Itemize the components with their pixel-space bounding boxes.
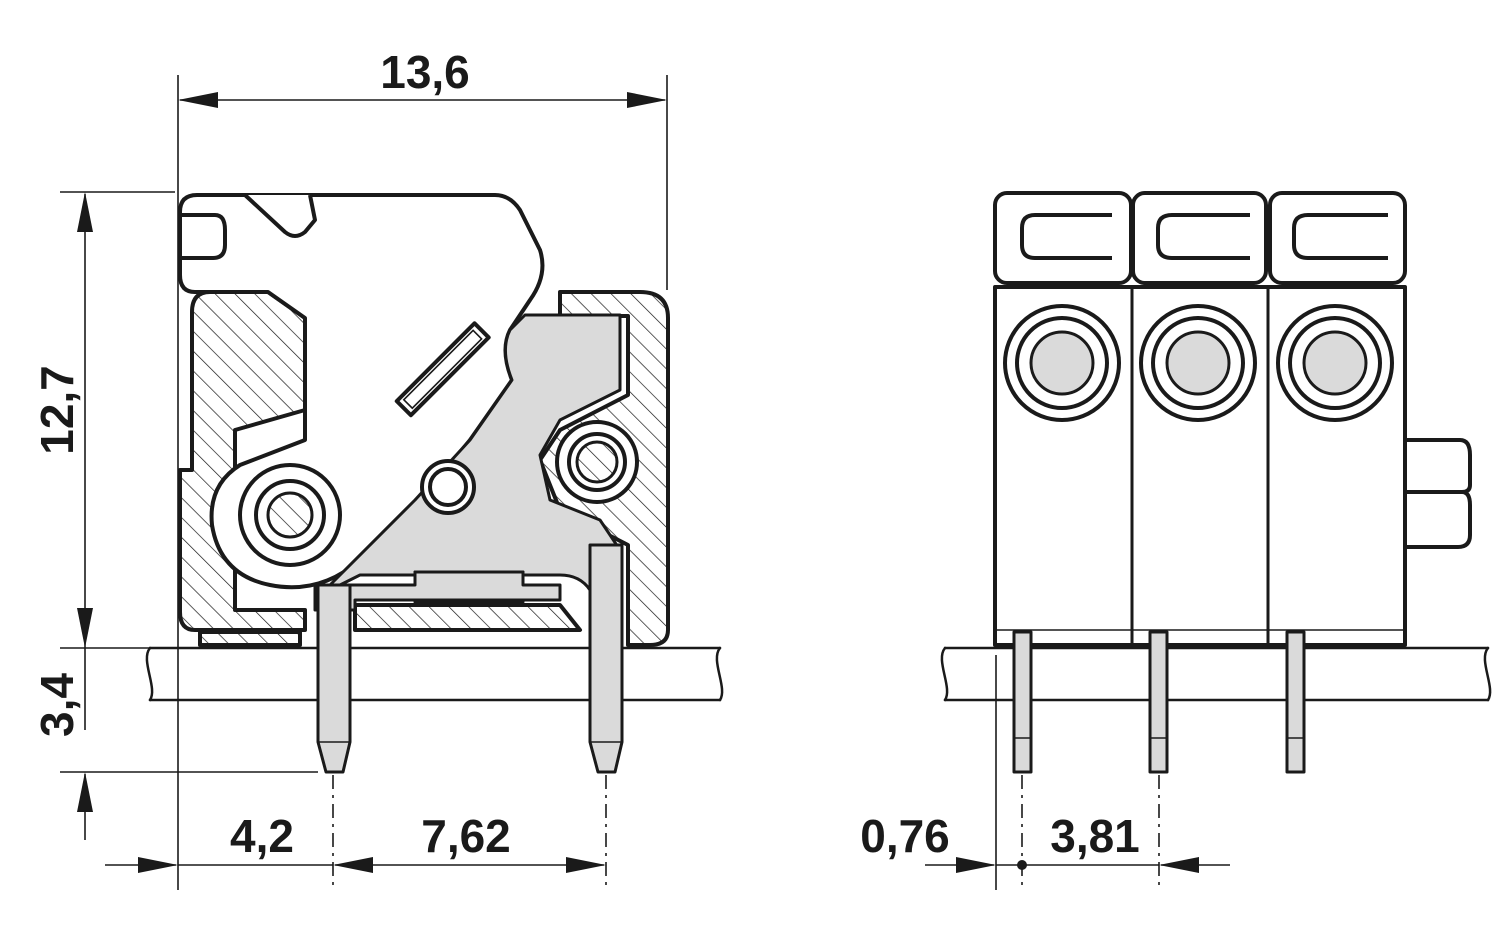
- dim-label-overall-height: 12,7: [31, 365, 83, 455]
- dim-label-pin-length: 3,4: [31, 673, 83, 737]
- dim-label-pitch: 3,81: [1050, 810, 1140, 862]
- front-pin-2: [1148, 630, 1169, 774]
- rivet-left: [238, 463, 342, 567]
- front-pin-3: [1285, 630, 1306, 774]
- pin-left: [316, 583, 352, 774]
- dim-label-overall-width: 13,6: [380, 46, 470, 98]
- dim-label-pin-spacing: 7,62: [421, 810, 511, 862]
- front-view: [940, 191, 1492, 774]
- contact-spring: [313, 313, 622, 642]
- rivet-right: [555, 420, 639, 504]
- dim-origin-dot: [1017, 860, 1027, 870]
- pivot-hole: [420, 459, 476, 515]
- push-button-2: [1131, 191, 1268, 285]
- wire-entry-1: [1003, 304, 1121, 422]
- dim-label-pin-offset: 4,2: [230, 810, 294, 862]
- dimension-lines: [60, 75, 1230, 890]
- push-button-1: [993, 191, 1133, 285]
- pcb-board-left: [145, 646, 724, 702]
- front-pin-1: [1012, 630, 1033, 774]
- wire-entry-2: [1139, 304, 1257, 422]
- housing-side-tab: [1403, 438, 1472, 549]
- dim-label-pin-width: 0,76: [860, 810, 950, 862]
- side-view: [145, 193, 724, 774]
- wire-entry-3: [1276, 304, 1394, 422]
- pcb-board-right: [940, 646, 1492, 702]
- pin-right: [588, 543, 624, 774]
- push-button-3: [1268, 191, 1407, 285]
